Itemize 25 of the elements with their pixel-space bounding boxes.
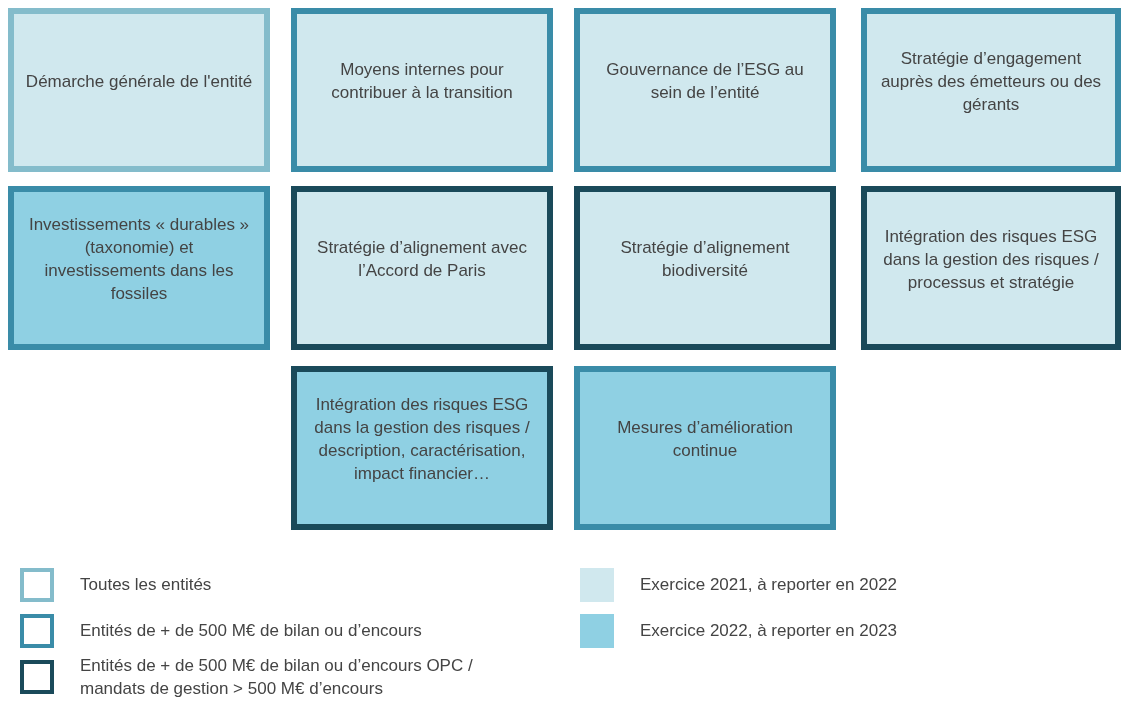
box-text: Intégration des risques ESG dans la gestion des risques / description, caractérisation, impact financier…	[313, 394, 531, 485]
box-text: Investissements « durables » (taxonomie) et investissements dans les fossiles	[27, 214, 251, 305]
box-text: Stratégie d’engagement auprès des émetteurs ou des gérants	[879, 47, 1103, 116]
category-box	[291, 8, 553, 172]
category-box	[574, 366, 836, 530]
box-text: Mesures d’amélioration continue	[616, 417, 794, 462]
legend-text: Exercice 2022, à reporter en 2023	[640, 620, 899, 642]
box-text: Stratégie d’alignement biodiversité	[619, 237, 791, 282]
legend-text: Entités de + de 500 M€ de bilan ou d’encours OPC / mandats de gestion > 500 M€ d’encours	[80, 655, 474, 700]
legend-text: Toutes les entités	[80, 574, 213, 596]
legend-text: Entités de + de 500 M€ de bilan ou d’encours	[80, 620, 423, 642]
box-text: Gouvernance de l’ESG au sein de l’entité	[605, 59, 805, 104]
legend-text: Exercice 2021, à reporter en 2022	[640, 574, 899, 596]
box-text: Démarche générale de l'entité	[25, 70, 253, 93]
box-text: Intégration des risques ESG dans la gestion des risques / processus et stratégie	[882, 225, 1100, 294]
category-box	[574, 8, 836, 172]
category-box	[574, 186, 836, 350]
box-text: Stratégie d’alignement avec l’Accord de Paris	[316, 237, 528, 282]
category-box	[8, 8, 270, 172]
category-box	[861, 186, 1121, 350]
category-box	[291, 186, 553, 350]
category-box	[861, 8, 1121, 172]
category-box	[291, 366, 553, 530]
category-box	[8, 186, 270, 350]
box-text: Moyens internes pour contribuer à la transition	[330, 59, 514, 104]
